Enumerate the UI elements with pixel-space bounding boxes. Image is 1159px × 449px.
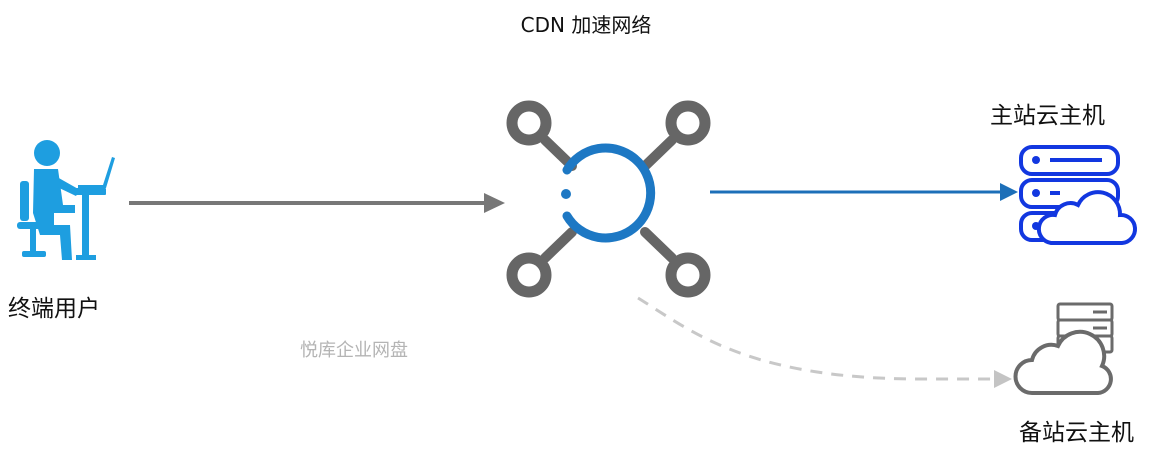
user-at-laptop-icon (17, 140, 115, 260)
main-host-label: 主站云主机 (990, 103, 1105, 129)
diagram-title: CDN 加速网络 (520, 13, 652, 37)
edge-user-to-cdn (129, 193, 505, 213)
edge-cdn-to-main-host (710, 183, 1018, 201)
backup-host-label: 备站云主机 (1019, 420, 1134, 446)
main-host-indicator-dots (1032, 156, 1040, 230)
edge-cdn-to-backup-host (637, 296, 1012, 388)
cdn-network-hub-icon (506, 100, 711, 298)
watermark-text: 悦库企业网盘 (300, 340, 408, 361)
backup-host-cloud-server-icon (1013, 302, 1114, 395)
user-label: 终端用户 (8, 296, 100, 322)
main-host-cloud-server-icon (1019, 145, 1138, 245)
